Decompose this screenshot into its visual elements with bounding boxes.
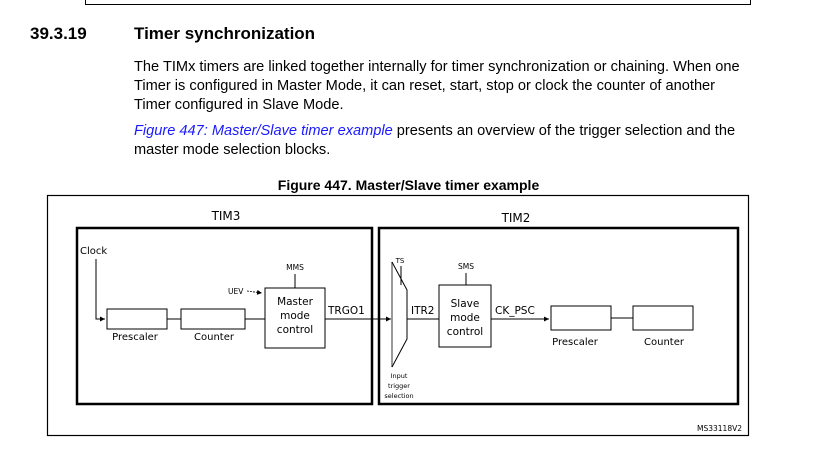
slave-mode-control-line-1: Slave [451, 298, 480, 310]
ts-label: TS [395, 257, 405, 265]
tim2-counter-box [632, 305, 694, 331]
tim3-prescaler-label: Prescaler [112, 332, 159, 343]
input-trigger-mux [391, 261, 408, 368]
ck-psc-label: CK_PSC [495, 305, 535, 317]
tim2-title: TIM2 [501, 211, 531, 225]
uev-label: UEV [228, 287, 244, 296]
figure-link[interactable]: Figure 447: Master/Slave timer example [134, 123, 393, 139]
mux-caption-line-1: Input [391, 372, 408, 380]
figure-id-code: MS33118V2 [697, 424, 742, 433]
tim3-counter-box [180, 308, 246, 330]
slave-mode-control-line-2: mode [450, 312, 480, 324]
paragraph-figure-reference: Figure 447: Master/Slave timer example p… [134, 122, 754, 160]
tim3-prescaler-box [106, 308, 168, 330]
paragraph-figure-reference-text: presents an overview of the trigger sele… [134, 123, 736, 158]
section-number: 39.3.19 [30, 24, 87, 43]
uev-arrow [246, 289, 263, 295]
sms-label: SMS [458, 262, 474, 271]
tim2-prescaler-box [550, 305, 612, 331]
trgo1-label: TRGO1 [327, 305, 365, 317]
mms-label: MMS [286, 263, 304, 272]
master-mode-control-line-2: mode [280, 310, 310, 322]
itr2-label: ITR2 [411, 305, 435, 317]
tim3-title: TIM3 [211, 209, 241, 223]
tim2-counter-label: Counter [644, 337, 685, 348]
previous-figure-frame [85, 0, 751, 5]
figure-frame [46, 194, 750, 437]
clock-arrow [95, 259, 105, 322]
section-title: Timer synchronization [134, 24, 316, 43]
paragraph-intro: The TIMx timers are linked together inte… [134, 59, 740, 113]
figure-caption: Figure 447. Master/Slave timer example [0, 177, 819, 193]
master-mode-control-box [264, 287, 326, 349]
tim3-counter-label: Counter [194, 332, 235, 343]
slave-mode-control-line-3: control [447, 326, 483, 338]
tim3-block [75, 226, 374, 406]
tim2-block [377, 226, 740, 406]
figure-caption-text: Figure 447. Master/Slave timer example [277, 177, 540, 193]
master-mode-control-line-3: control [277, 324, 313, 336]
mux-caption-line-3: selection [384, 392, 413, 400]
clock-label: Clock [80, 246, 107, 257]
master-mode-control-line-1: Master [277, 296, 314, 308]
mux-caption-line-2: trigger [388, 382, 410, 390]
slave-mode-control-box [438, 284, 492, 348]
tim2-prescaler-label: Prescaler [552, 337, 599, 348]
